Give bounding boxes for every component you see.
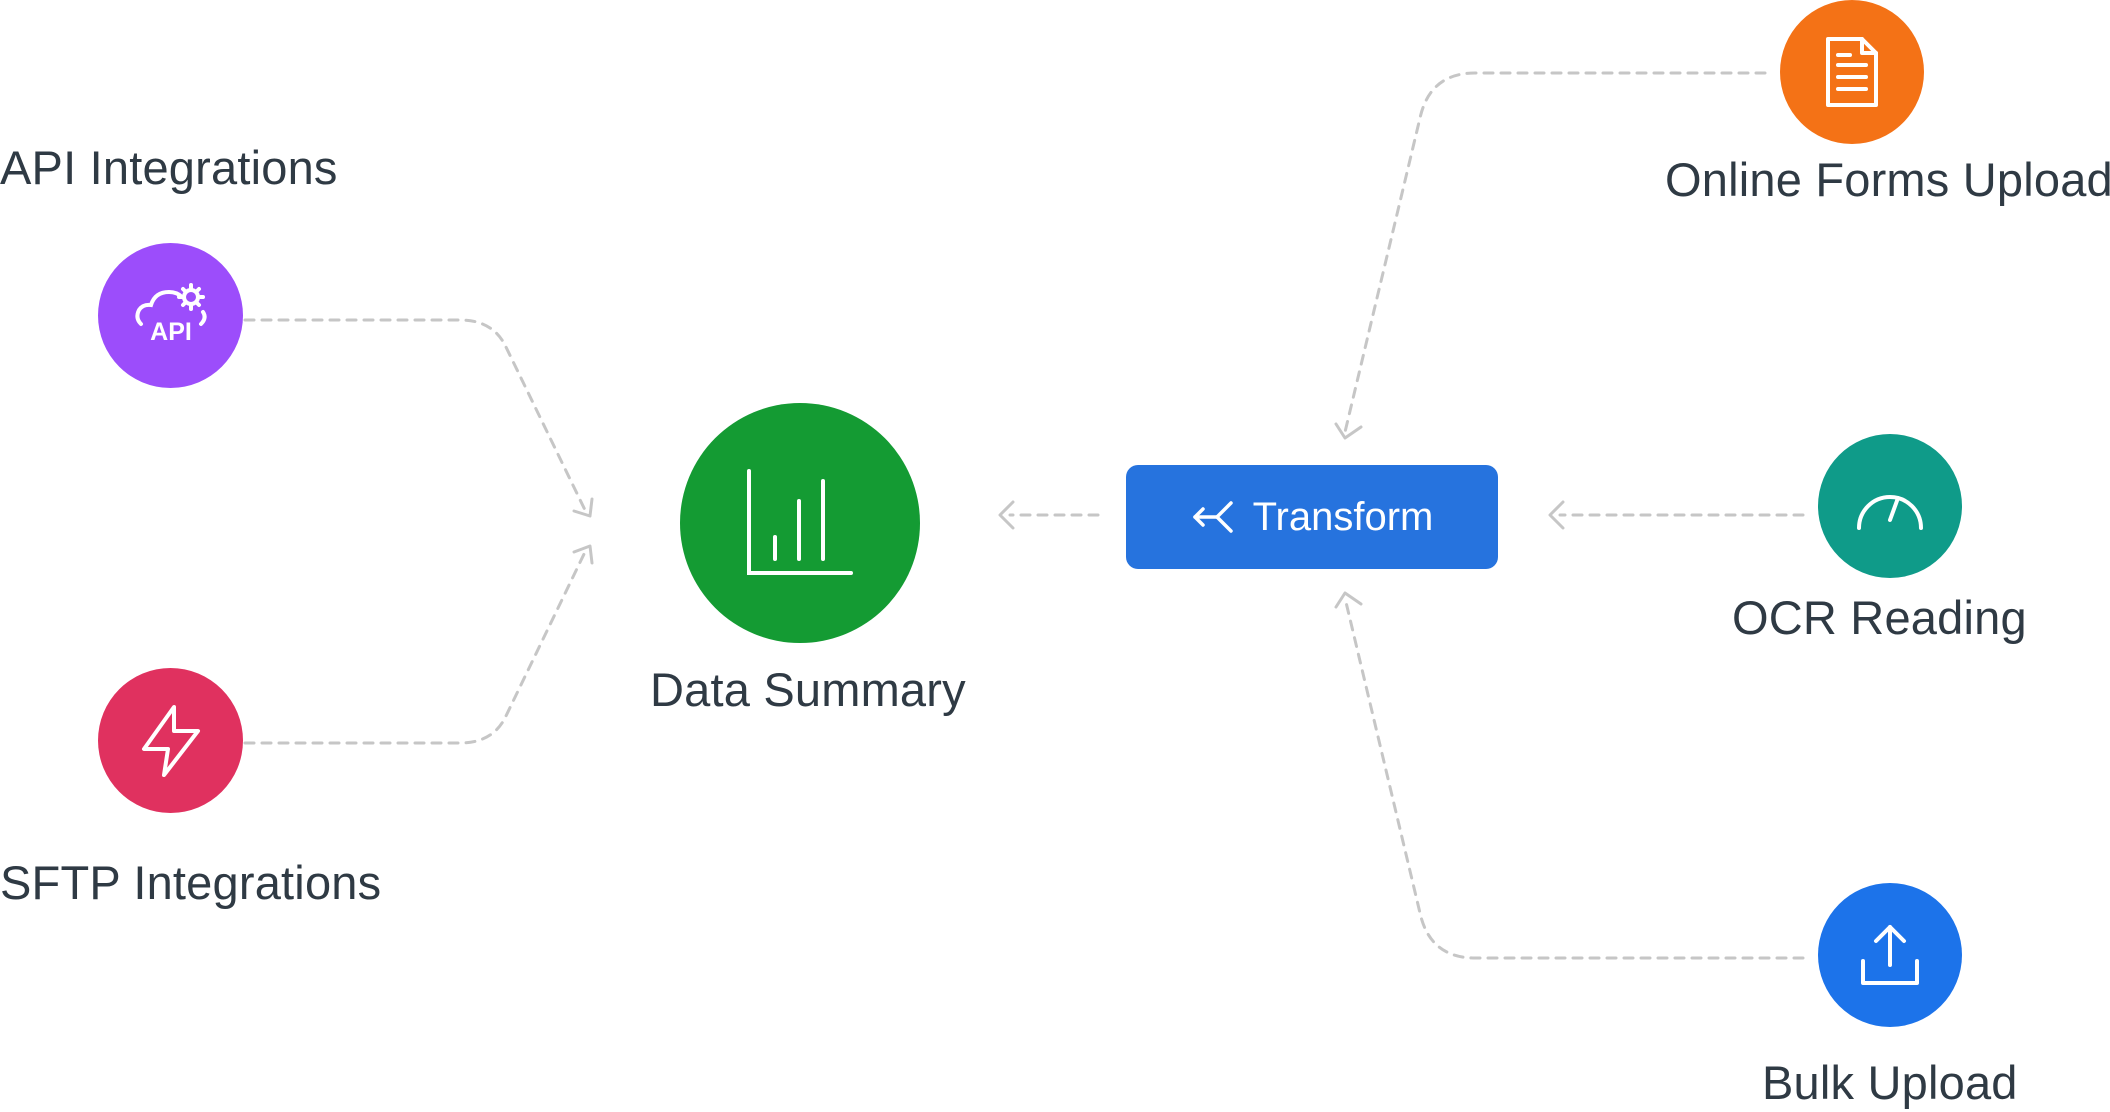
cloud-api-icon: API (134, 282, 207, 346)
sftp-integrations-label: SFTP Integrations (0, 856, 382, 909)
data-summary-label: Data Summary (650, 663, 966, 716)
ocr-node[interactable] (1818, 434, 1962, 578)
arrowhead-ocr (1548, 500, 1565, 530)
document-icon (1826, 37, 1878, 107)
arrowhead-bulk (1334, 591, 1363, 609)
arrowhead-summary (998, 500, 1015, 530)
sftp-node[interactable] (98, 668, 243, 813)
bulk-upload-node[interactable] (1818, 883, 1962, 1027)
api-integrations-label: API Integrations (0, 141, 338, 194)
lightning-bolt-icon (141, 704, 200, 777)
online-forms-node[interactable] (1780, 0, 1924, 144)
api-icon-text: API (150, 318, 192, 346)
api-node[interactable]: API (98, 243, 243, 388)
connector-bulk-to-transform (1343, 596, 1805, 960)
ocr-reading-label: OCR Reading (1732, 591, 2027, 644)
bulk-upload-label: Bulk Upload (1762, 1056, 2018, 1109)
connector-forms-to-transform (1343, 71, 1767, 434)
upload-icon (1861, 925, 1919, 985)
arrowhead-sftp (572, 544, 594, 565)
transform-button[interactable]: Transform (1126, 465, 1498, 569)
bar-chart-icon (747, 469, 853, 575)
transform-label: Transform (1252, 494, 1434, 539)
connector-sftp-to-summary (243, 550, 587, 745)
merge-arrow-icon (1192, 501, 1233, 533)
online-forms-upload-label: Online Forms Upload (1665, 153, 2110, 206)
arrowhead-forms (1334, 422, 1363, 440)
arrowhead-api (572, 497, 594, 518)
connector-api-to-summary (243, 318, 587, 512)
gauge-icon (1857, 495, 1923, 530)
data-summary-node[interactable] (680, 403, 920, 643)
